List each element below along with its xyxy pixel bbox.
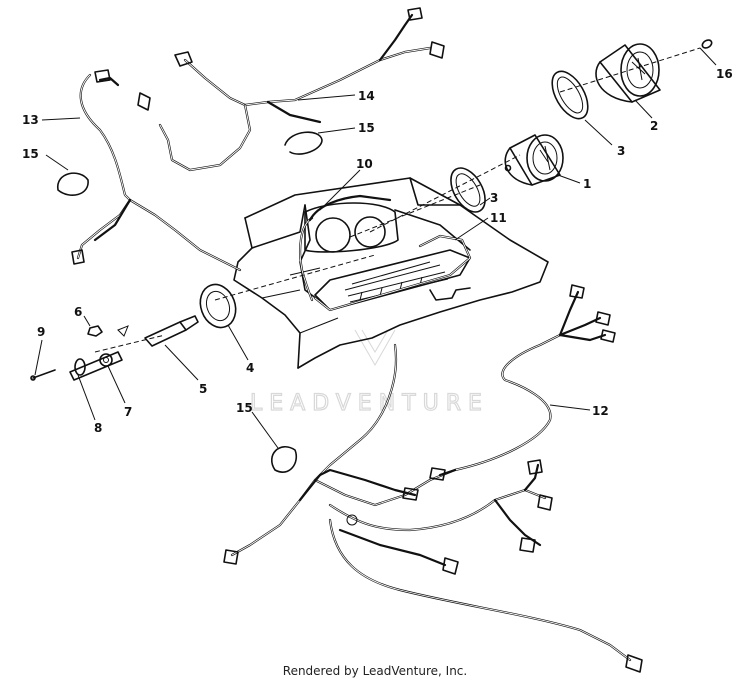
part-15-clip-upper <box>284 131 323 155</box>
callout-15-left: 15 <box>22 147 39 161</box>
part-12-lower-harness <box>223 284 643 673</box>
callout-3-lower: 3 <box>490 191 498 205</box>
watermark-text: LEADVENTURE <box>250 391 489 416</box>
part-11-wire-loop <box>313 234 472 312</box>
part-9-screw <box>30 369 56 381</box>
callout-16: 16 <box>716 67 733 81</box>
footer-credit: Rendered by LeadVenture, Inc. <box>282 664 468 678</box>
part-3-bezel-ring-lower <box>450 167 486 213</box>
callout-9: 9 <box>37 325 45 339</box>
leadventure-watermark: LEADVENTURE <box>249 329 489 417</box>
callout-14: 14 <box>358 89 375 103</box>
part-10-wire-loop <box>299 194 392 302</box>
callout-7: 7 <box>124 405 132 419</box>
part-4-ring <box>199 283 237 329</box>
leader-lines <box>34 47 717 449</box>
callout-8: 8 <box>94 421 102 435</box>
part-5-switch <box>144 315 199 347</box>
part-1-gauge <box>504 134 564 186</box>
callout-13: 13 <box>22 113 39 127</box>
callout-11: 11 <box>490 211 507 225</box>
part-6-nut <box>87 325 129 337</box>
callout-3-upper: 3 <box>617 144 625 158</box>
callout-12: 12 <box>592 404 609 418</box>
part-13-left-harness <box>71 69 242 272</box>
part-8-washer <box>69 351 123 381</box>
part-15-clip-left <box>57 172 89 196</box>
part-2-gauge <box>595 43 661 103</box>
part-16-bulb <box>701 39 713 49</box>
part-14-upper-harness <box>137 7 445 172</box>
callout-4: 4 <box>246 361 254 375</box>
part-3-bezel-ring-upper <box>551 70 589 120</box>
callout-5: 5 <box>199 382 207 396</box>
callout-15-lower: 15 <box>236 401 253 415</box>
alignment-dashes <box>94 47 701 353</box>
callout-1: 1 <box>583 177 591 191</box>
part-15-clip-lower <box>271 446 297 473</box>
callout-2: 2 <box>650 119 658 133</box>
callout-10: 10 <box>356 157 373 171</box>
callout-6: 6 <box>74 305 82 319</box>
callout-15-upper: 15 <box>358 121 375 135</box>
callout-labels: 1 2 3 3 4 5 6 7 8 9 10 11 12 13 14 15 15… <box>22 67 733 435</box>
